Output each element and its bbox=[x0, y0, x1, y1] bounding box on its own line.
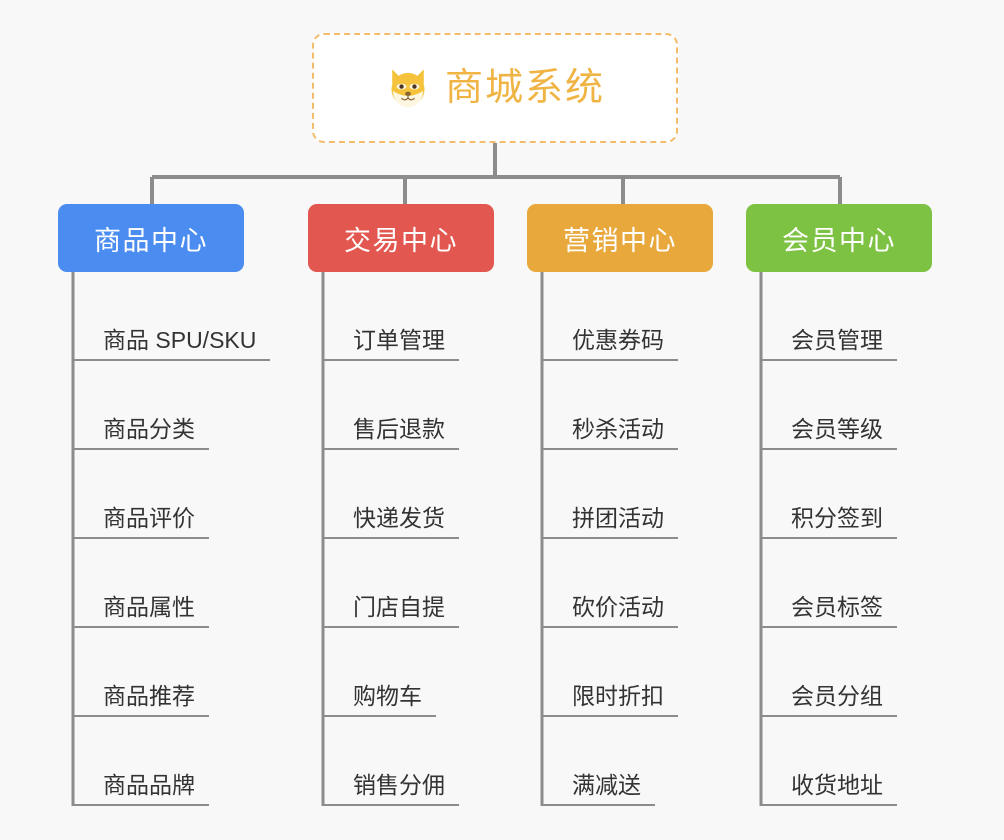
leaf-item-label: 销售分佣 bbox=[323, 772, 459, 806]
leaf-item-label: 订单管理 bbox=[323, 327, 459, 361]
leaf-item-label: 快递发货 bbox=[323, 505, 459, 539]
leaf-item[interactable]: 收货地址 bbox=[761, 717, 897, 806]
leaf-item[interactable]: 销售分佣 bbox=[323, 717, 459, 806]
shiba-dog-face-icon bbox=[391, 69, 425, 109]
root-node[interactable]: 商城系统 bbox=[312, 33, 678, 143]
leaf-item-label: 商品 SPU/SKU bbox=[73, 327, 271, 361]
leaf-item[interactable]: 购物车 bbox=[323, 628, 459, 717]
branch-head-trade-center[interactable]: 交易中心 bbox=[308, 204, 494, 272]
leaf-item-label: 门店自提 bbox=[323, 594, 459, 628]
leaf-item-label: 优惠券码 bbox=[542, 327, 678, 361]
branch-head-marketing-center[interactable]: 营销中心 bbox=[527, 204, 713, 272]
leaf-item-label: 积分签到 bbox=[761, 505, 897, 539]
leaf-item-label: 商品推荐 bbox=[73, 683, 209, 717]
leaf-item-label: 商品属性 bbox=[73, 594, 209, 628]
leaf-item-label: 商品品牌 bbox=[73, 772, 209, 806]
leaf-item-label: 拼团活动 bbox=[542, 505, 678, 539]
leaf-item[interactable]: 快递发货 bbox=[323, 450, 459, 539]
leaf-item-label: 满减送 bbox=[542, 772, 655, 806]
branch-head-label: 会员中心 bbox=[782, 225, 896, 256]
leaf-item-label: 秒杀活动 bbox=[542, 416, 678, 450]
leaf-item[interactable]: 秒杀活动 bbox=[542, 361, 678, 450]
leaf-list-product-center: 商品 SPU/SKU 商品分类商品评价商品属性商品推荐商品品牌 bbox=[73, 272, 271, 806]
leaf-item[interactable]: 商品品牌 bbox=[73, 717, 270, 806]
leaf-item-label: 会员管理 bbox=[761, 327, 897, 361]
branch-head-label: 交易中心 bbox=[344, 225, 458, 256]
leaf-item[interactable]: 会员标签 bbox=[761, 539, 897, 628]
leaf-list-marketing-center: 优惠券码秒杀活动拼团活动砍价活动限时折扣满减送 bbox=[542, 272, 678, 806]
root-title: 商城系统 bbox=[444, 67, 605, 109]
leaf-item-label: 收货地址 bbox=[761, 772, 897, 806]
leaf-item[interactable]: 商品评价 bbox=[73, 450, 270, 539]
leaf-item-label: 会员等级 bbox=[761, 416, 897, 450]
leaf-item[interactable]: 优惠券码 bbox=[542, 272, 678, 361]
leaf-item[interactable]: 订单管理 bbox=[323, 272, 459, 361]
leaf-item[interactable]: 售后退款 bbox=[323, 361, 459, 450]
leaf-item-label: 商品评价 bbox=[73, 505, 209, 539]
leaf-list-member-center: 会员管理会员等级积分签到会员标签会员分组收货地址 bbox=[761, 272, 897, 806]
leaf-item[interactable]: 商品推荐 bbox=[73, 628, 270, 717]
branch-head-label: 营销中心 bbox=[563, 225, 677, 256]
leaf-item-label: 购物车 bbox=[323, 683, 436, 717]
leaf-item-label: 售后退款 bbox=[323, 416, 459, 450]
leaf-item[interactable]: 砍价活动 bbox=[542, 539, 678, 628]
branch-head-member-center[interactable]: 会员中心 bbox=[746, 204, 932, 272]
leaf-item[interactable]: 商品分类 bbox=[73, 361, 270, 450]
leaf-item-label: 限时折扣 bbox=[542, 683, 678, 717]
leaf-item-label: 商品分类 bbox=[73, 416, 209, 450]
branch-head-label: 商品中心 bbox=[94, 225, 208, 256]
leaf-item[interactable]: 会员管理 bbox=[761, 272, 897, 361]
branch-head-product-center[interactable]: 商品中心 bbox=[58, 204, 244, 272]
leaf-item[interactable]: 门店自提 bbox=[323, 539, 459, 628]
leaf-list-trade-center: 订单管理售后退款快递发货门店自提购物车销售分佣 bbox=[323, 272, 459, 806]
leaf-item[interactable]: 积分签到 bbox=[761, 450, 897, 539]
leaf-item[interactable]: 商品 SPU/SKU bbox=[73, 272, 271, 361]
leaf-item[interactable]: 商品属性 bbox=[73, 539, 270, 628]
root-to-branch-connectors bbox=[150, 143, 842, 204]
leaf-item[interactable]: 会员分组 bbox=[761, 628, 897, 717]
leaf-item-label: 会员标签 bbox=[761, 594, 897, 628]
leaf-item[interactable]: 会员等级 bbox=[761, 361, 897, 450]
leaf-item[interactable]: 限时折扣 bbox=[542, 628, 678, 717]
leaf-item-label: 砍价活动 bbox=[542, 594, 678, 628]
leaf-item[interactable]: 满减送 bbox=[542, 717, 678, 806]
leaf-item[interactable]: 拼团活动 bbox=[542, 450, 678, 539]
leaf-item-label: 会员分组 bbox=[761, 683, 897, 717]
